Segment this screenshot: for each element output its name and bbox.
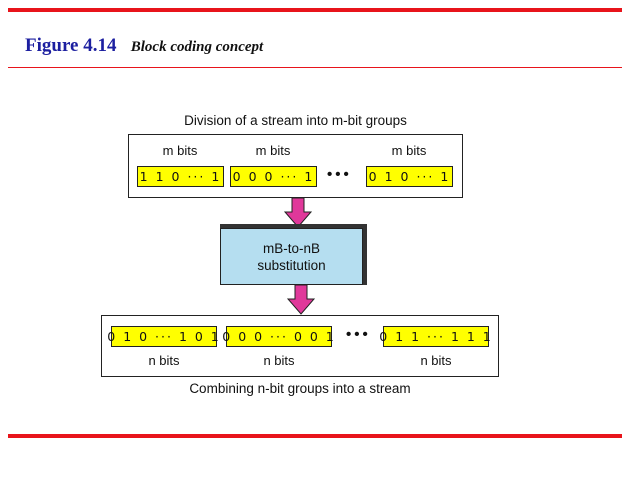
group-label: m bits bbox=[162, 143, 198, 158]
bottom-panel-caption: Combining n-bit groups into a stream bbox=[189, 381, 411, 396]
group-label: n bits bbox=[263, 353, 295, 368]
bit-group-box: 1 1 0 ··· 1 bbox=[137, 166, 224, 187]
bottom-rule bbox=[8, 434, 622, 438]
group-label: n bits bbox=[420, 353, 452, 368]
down-arrow bbox=[286, 285, 316, 315]
figure-number: Figure 4.14 bbox=[25, 35, 117, 56]
down-arrow bbox=[283, 198, 313, 228]
substitution-line2: substitution bbox=[257, 257, 326, 273]
top-rule bbox=[8, 8, 622, 12]
bit-group-box: 0 1 0 ··· 1 bbox=[366, 166, 453, 187]
group-label: m bits bbox=[391, 143, 427, 158]
top-panel: m bits m bits m bits 1 1 0 ··· 1 0 0 0 ·… bbox=[128, 134, 463, 198]
ellipsis: ••• bbox=[346, 326, 371, 343]
figure-caption: Block coding concept bbox=[130, 39, 264, 55]
substitution-line1: mB-to-nB bbox=[262, 240, 320, 256]
bit-group-box: 0 1 1 ··· 1 1 1 bbox=[379, 326, 491, 347]
group-label: n bits bbox=[148, 353, 180, 368]
title-underline bbox=[8, 67, 622, 68]
substitution-block: mB-to-nB substitution bbox=[220, 228, 363, 285]
top-panel-caption: Division of a stream into m-bit groups bbox=[184, 113, 407, 128]
bottom-panel: 0 1 0 ··· 1 0 1 0 0 0 ··· 0 0 1 ••• 0 1 … bbox=[101, 315, 499, 377]
ellipsis: ••• bbox=[327, 166, 352, 183]
figure-title: Figure 4.14 Block coding concept bbox=[25, 35, 263, 57]
bit-group-box: 0 1 0 ··· 1 0 1 bbox=[107, 326, 219, 347]
group-label: m bits bbox=[255, 143, 291, 158]
bit-group-box: 0 0 0 ··· 1 bbox=[230, 166, 317, 187]
bit-group-box: 0 0 0 ··· 0 0 1 bbox=[222, 326, 334, 347]
